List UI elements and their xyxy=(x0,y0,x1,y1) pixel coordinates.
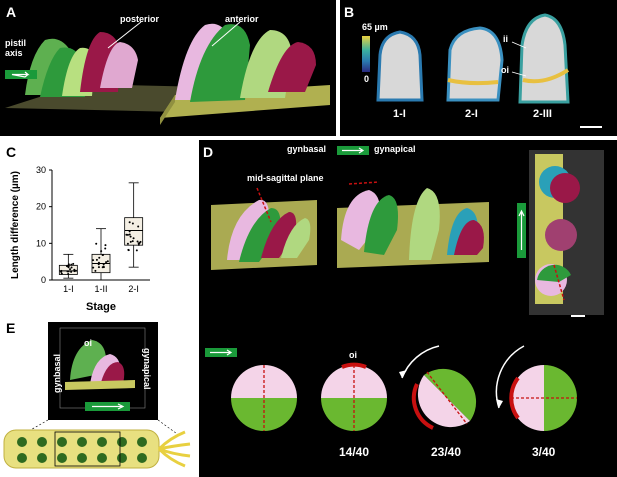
panel-e-render xyxy=(3,322,191,469)
scale-max: 65 µm xyxy=(362,22,388,32)
panel-b: B 65 µm 0 1-I 2-I 2-III ii oi xyxy=(340,0,617,136)
data-point xyxy=(129,235,132,238)
data-point xyxy=(102,253,105,256)
y-tick-label-0: 0 xyxy=(41,275,46,285)
data-point xyxy=(94,269,97,272)
oi-label-d: oi xyxy=(349,350,357,360)
data-point xyxy=(67,270,70,273)
data-point xyxy=(128,221,131,224)
data-point xyxy=(72,262,75,265)
panel-b-render xyxy=(362,13,602,128)
data-point xyxy=(97,266,100,269)
data-point xyxy=(70,270,73,273)
panel-e-label: E xyxy=(6,320,16,336)
fraction-3: 3/40 xyxy=(532,445,556,459)
circle-diagram-1 xyxy=(231,365,297,431)
data-point xyxy=(67,264,70,267)
stage-2-iii: 2-III xyxy=(533,108,552,120)
data-point xyxy=(137,243,140,246)
gynapical-label-e: gynapical xyxy=(142,348,152,390)
data-point xyxy=(131,240,134,243)
x-tick-label-2: 2-I xyxy=(128,284,139,294)
midsagittal-label: mid-sagittal plane xyxy=(247,173,324,183)
data-point xyxy=(127,249,130,252)
data-point xyxy=(129,240,132,243)
stage-1-i: 1-I xyxy=(393,108,406,120)
oi-label: oi xyxy=(501,65,509,75)
data-point xyxy=(131,222,134,225)
panel-d-label: D xyxy=(203,144,214,160)
data-point xyxy=(95,258,98,261)
ii-label: ii xyxy=(503,34,509,44)
panel-a: A pistil axis posterior anterior xyxy=(0,0,336,136)
fraction-2: 23/40 xyxy=(431,445,462,459)
data-point xyxy=(101,266,104,269)
data-point xyxy=(104,247,107,250)
data-point xyxy=(92,259,95,262)
data-point xyxy=(69,268,72,271)
gynapical-label: gynapical xyxy=(374,144,416,154)
panel-a-render xyxy=(5,21,330,125)
y-axis-label: Length difference (µm) xyxy=(10,171,21,279)
circle-diagram-4 xyxy=(495,345,577,431)
panel-a-label: A xyxy=(6,4,17,20)
fraction-1: 14/40 xyxy=(339,445,370,459)
data-point xyxy=(92,266,95,269)
data-point xyxy=(132,237,135,240)
data-point xyxy=(137,242,140,245)
y-tick-label-1: 10 xyxy=(36,238,46,248)
data-point xyxy=(73,270,76,273)
gynbasal-label: gynbasal xyxy=(287,144,327,154)
anterior-label: anterior xyxy=(225,14,259,24)
x-tick-label-0: 1-I xyxy=(63,284,74,294)
panel-e: E oi gynbasal gynapical xyxy=(0,318,196,477)
data-point xyxy=(137,225,140,228)
data-point xyxy=(102,263,105,266)
data-point xyxy=(60,270,63,273)
data-point xyxy=(73,268,76,271)
data-point xyxy=(104,244,107,247)
data-point xyxy=(126,233,129,236)
data-point xyxy=(125,233,128,236)
box-2 xyxy=(124,217,144,246)
data-point xyxy=(70,266,73,269)
data-point xyxy=(126,242,129,245)
data-point xyxy=(135,249,138,252)
data-point xyxy=(106,260,109,263)
data-point xyxy=(128,230,131,233)
panel-d-render xyxy=(205,146,604,431)
data-point xyxy=(67,273,70,276)
data-point xyxy=(100,250,103,253)
x-axis-label: Stage xyxy=(86,301,116,313)
data-point xyxy=(128,233,131,236)
posterior-label: posterior xyxy=(120,14,160,24)
oi-label-e: oi xyxy=(84,338,92,348)
panel-b-label: B xyxy=(344,4,355,20)
stage-2-i: 2-I xyxy=(465,108,478,120)
data-point xyxy=(139,240,142,243)
panel-c-label: C xyxy=(6,144,17,160)
data-point xyxy=(70,263,73,266)
pistil-axis-label: pistil axis xyxy=(5,38,27,58)
gynbasal-label-e: gynbasal xyxy=(52,353,62,393)
scale-min: 0 xyxy=(364,74,370,84)
data-point xyxy=(136,240,139,243)
data-point xyxy=(105,261,108,264)
y-tick-label-2: 20 xyxy=(36,202,46,212)
x-tick-label-1: 1-II xyxy=(94,284,107,294)
circle-diagram-3 xyxy=(399,345,477,430)
data-point xyxy=(60,272,63,275)
data-point xyxy=(98,256,101,259)
panel-d: D gynbasal gynapical mid-sagittal plane … xyxy=(199,140,617,477)
data-point xyxy=(95,242,98,245)
data-point xyxy=(97,263,100,266)
y-tick-label-3: 30 xyxy=(36,165,46,175)
circle-diagram-2 xyxy=(321,362,387,431)
